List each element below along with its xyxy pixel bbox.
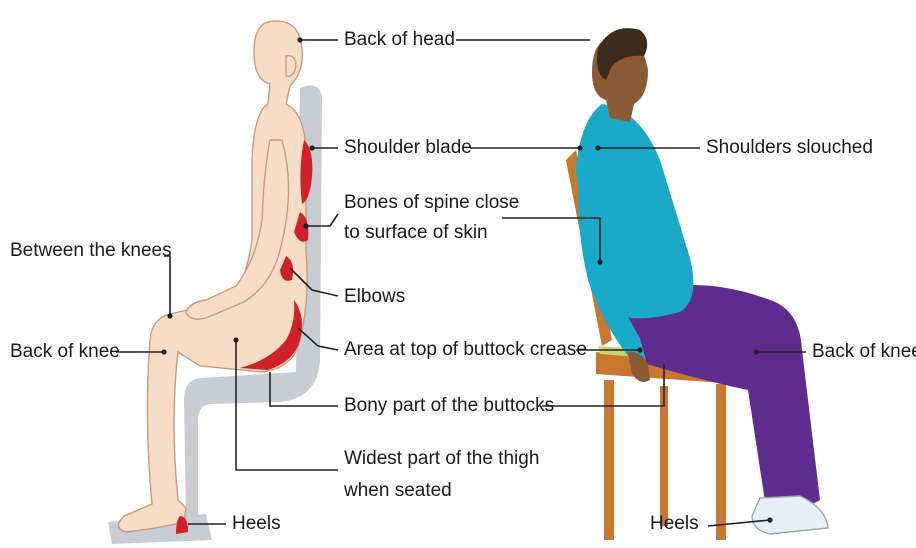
label-shoulders-slouched: Shoulders slouched [706, 137, 873, 159]
right-seated-figure [566, 28, 828, 540]
label-heels-left: Heels [232, 513, 281, 535]
label-back-of-head: Back of head [344, 29, 455, 51]
label-bony-buttocks: Bony part of the buttocks [344, 395, 554, 417]
label-thigh-line1: Widest part of the thigh [344, 448, 539, 470]
label-elbows: Elbows [344, 286, 405, 308]
label-shoulder-blade: Shoulder blade [344, 137, 472, 159]
label-heels-right: Heels [650, 513, 699, 535]
label-back-of-knee-left: Back of knee [10, 341, 120, 363]
label-spine-line2: to surface of skin [344, 222, 488, 244]
left-body [118, 21, 307, 532]
label-between-knees: Between the knees [10, 240, 172, 262]
label-back-of-knee-right: Back of knee [812, 341, 916, 363]
left-seated-figure [108, 21, 322, 544]
label-spine-line1: Bones of spine close [344, 192, 519, 214]
label-thigh-line2: when seated [344, 480, 452, 502]
label-buttock-crease: Area at top of buttock crease [344, 339, 587, 361]
